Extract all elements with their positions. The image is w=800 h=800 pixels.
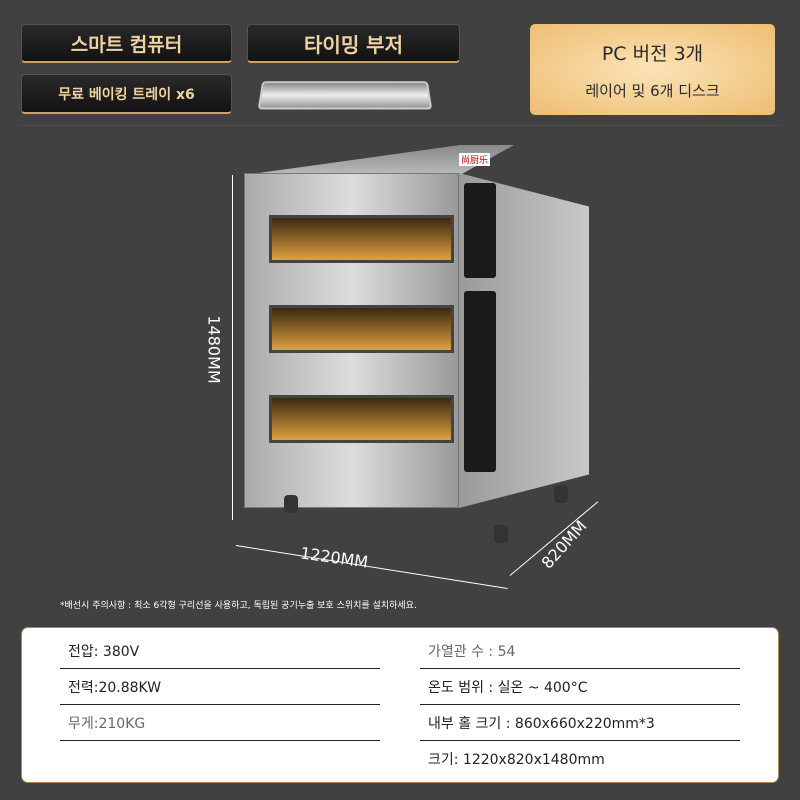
free-tray-badge: 무료 베이킹 트레이 x6 [21, 74, 232, 114]
spec-voltage: 전압: 380V [60, 633, 380, 669]
divider [20, 125, 780, 126]
promo-box: PC 버전 3개 레이어 및 6개 디스크 [530, 24, 775, 115]
caster-wheel [284, 495, 298, 513]
width-dimension-line [235, 545, 508, 590]
control-panel [464, 291, 496, 386]
caster-wheel [494, 525, 508, 543]
timing-buzzer-badge: 타이밍 부저 [247, 24, 460, 63]
spec-temperature: 온도 범위 : 실온 ~ 400°C [420, 669, 740, 705]
height-dimension-line [232, 175, 233, 520]
wiring-note: *배선시 주의사항 : 최소 6각형 구리선을 사용하고, 독립된 공기누출 보… [60, 601, 417, 611]
spec-heating-tubes: 가열관 수 : 54 [420, 633, 740, 669]
control-panel [464, 377, 496, 472]
width-label: 1220MM [299, 543, 370, 572]
spec-card: 전압: 380V 전력:20.88KW 무게:210KG 가열관 수 : 54 … [22, 628, 778, 782]
spec-power: 전력:20.88KW [60, 669, 380, 705]
oven-window [269, 395, 454, 443]
promo-title: PC 버전 3개 [601, 42, 704, 65]
promo-subtitle: 레이어 및 6개 디스크 [585, 81, 720, 100]
oven-window [269, 305, 454, 353]
spec-weight: 무게:210KG [60, 705, 380, 741]
baking-tray-image [257, 81, 433, 110]
spec-chamber-size: 내부 홀 크기 : 860x660x220mm*3 [420, 705, 740, 741]
caster-wheel [554, 485, 568, 503]
oven-window [269, 215, 454, 263]
height-label: 1480MM [204, 315, 224, 384]
spec-size: 크기: 1220x820x1480mm [428, 752, 605, 768]
brand-label: 尚厨乐 [459, 153, 491, 166]
oven-image: 尚厨乐 [244, 145, 614, 543]
control-panel [464, 183, 496, 278]
smart-computer-badge: 스마트 컴퓨터 [21, 24, 232, 63]
